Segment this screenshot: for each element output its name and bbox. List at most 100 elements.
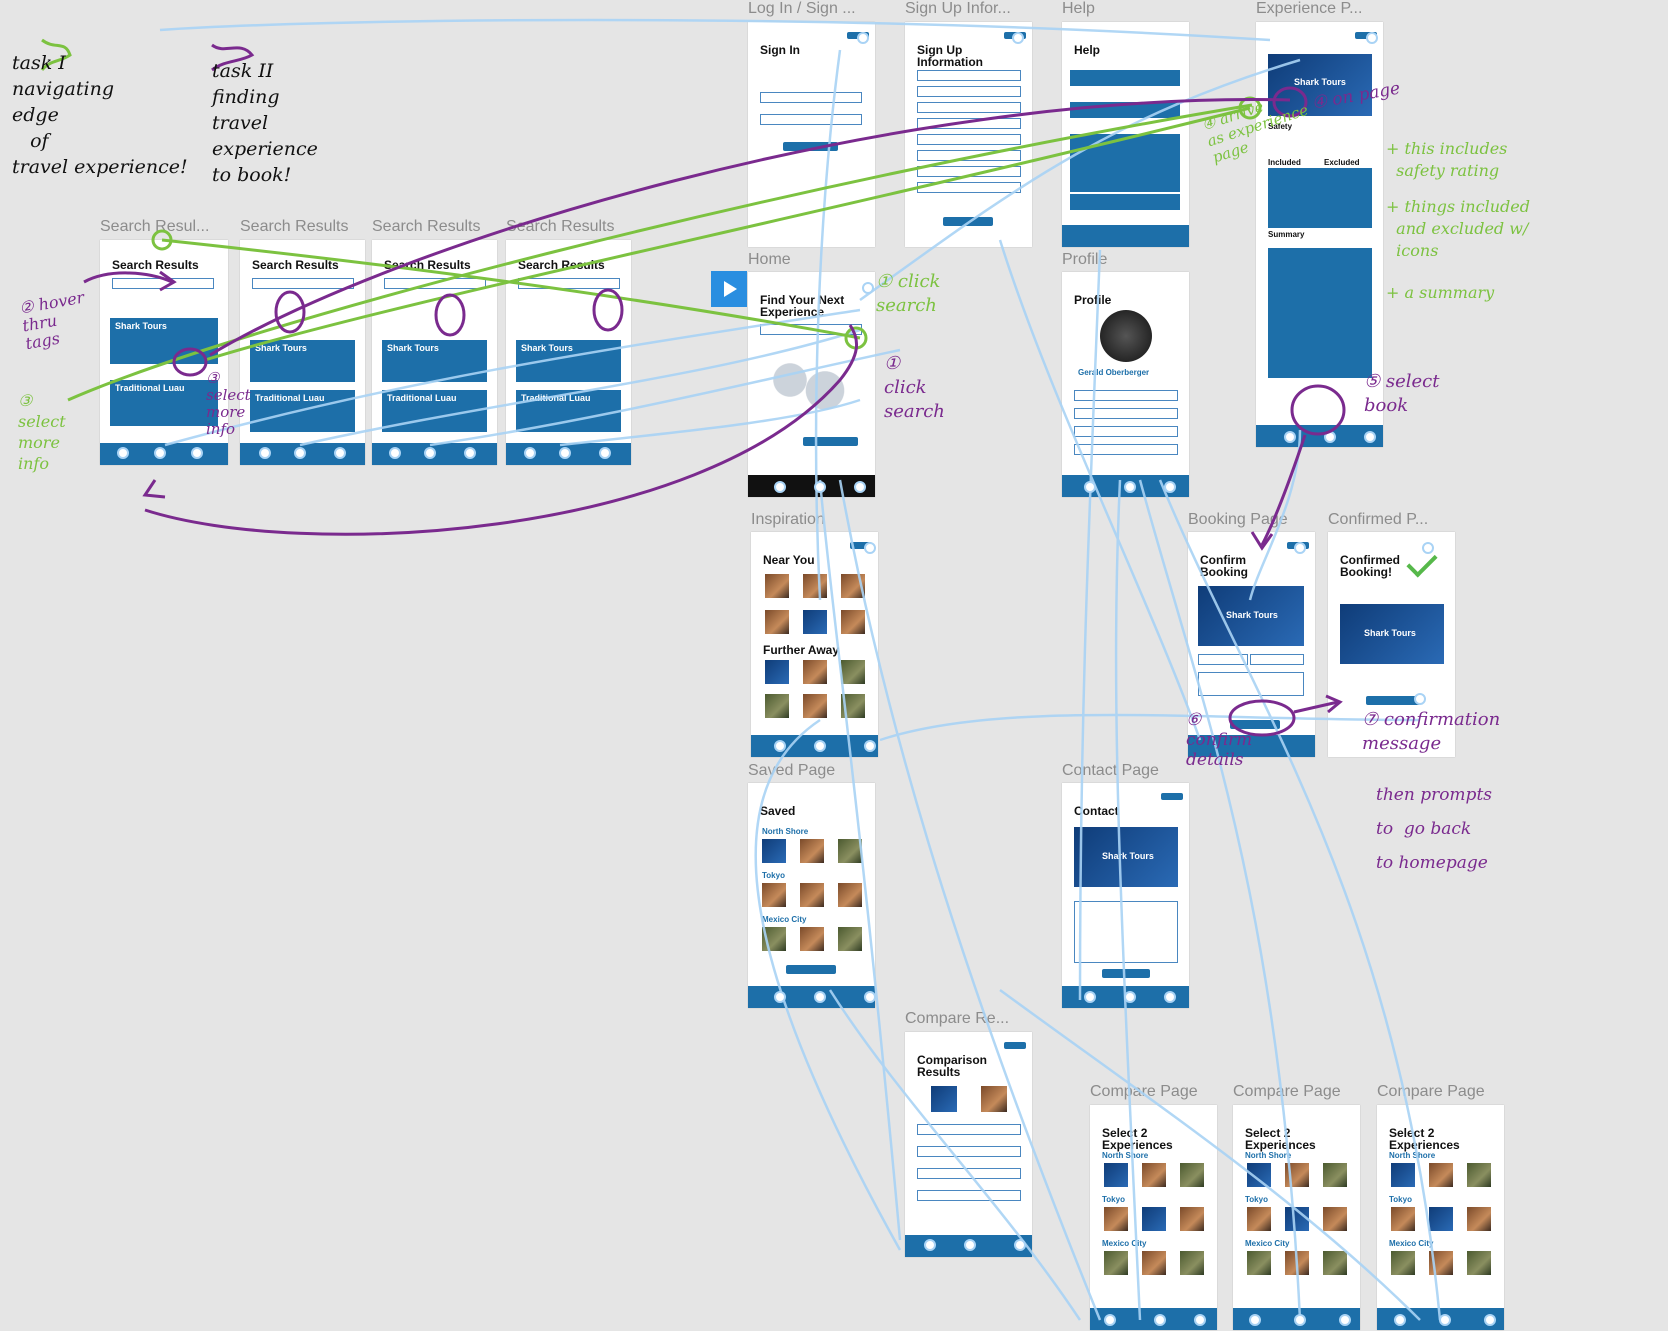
- link-handle[interactable]: [1194, 1314, 1206, 1326]
- sign-in-button[interactable]: [783, 142, 838, 151]
- thumbnail[interactable]: [1391, 1207, 1415, 1231]
- link-handle[interactable]: [864, 542, 876, 554]
- return-button[interactable]: [1355, 32, 1377, 39]
- thumbnail[interactable]: [1142, 1163, 1166, 1187]
- link-handle[interactable]: [1124, 991, 1136, 1003]
- link-handle[interactable]: [864, 740, 876, 752]
- thumbnail[interactable]: [1467, 1251, 1491, 1275]
- thumbnail[interactable]: [1142, 1207, 1166, 1231]
- time-field[interactable]: [1250, 654, 1304, 665]
- compare-button[interactable]: [786, 965, 836, 974]
- link-handle[interactable]: [774, 991, 786, 1003]
- thumbnail[interactable]: [1247, 1251, 1271, 1275]
- link-handle[interactable]: [1364, 431, 1376, 443]
- get-inspired-button[interactable]: [803, 437, 858, 446]
- link-handle[interactable]: [1014, 1239, 1026, 1251]
- link-handle[interactable]: [1084, 991, 1096, 1003]
- link-handle[interactable]: [774, 740, 786, 752]
- link-handle[interactable]: [389, 447, 401, 459]
- link-handle[interactable]: [864, 991, 876, 1003]
- link-handle[interactable]: [1084, 481, 1096, 493]
- link-handle[interactable]: [1414, 693, 1426, 705]
- link-handle[interactable]: [117, 447, 129, 459]
- link-handle[interactable]: [774, 481, 786, 493]
- book-button[interactable]: [1230, 720, 1280, 729]
- frame-contact[interactable]: Contact Shark Tours: [1062, 783, 1189, 1008]
- thumbnail[interactable]: [1247, 1207, 1271, 1231]
- link-handle[interactable]: [1294, 542, 1306, 554]
- present-play-button[interactable]: [711, 271, 747, 307]
- frame-saved[interactable]: Saved North Shore Tokyo Mexico City: [748, 783, 875, 1008]
- link-handle[interactable]: [524, 447, 536, 459]
- frame-inspiration[interactable]: Near You Further Away: [751, 532, 878, 757]
- link-handle[interactable]: [1164, 991, 1176, 1003]
- link-handle[interactable]: [862, 282, 874, 294]
- return-home-button[interactable]: [1366, 696, 1420, 705]
- return-button[interactable]: [1161, 793, 1183, 800]
- frame-home[interactable]: Find Your Next Experience: [748, 272, 875, 497]
- link-handle[interactable]: [1439, 1314, 1451, 1326]
- link-handle[interactable]: [1104, 1314, 1116, 1326]
- frame-help[interactable]: Help: [1062, 22, 1189, 247]
- link-handle[interactable]: [424, 447, 436, 459]
- link-handle[interactable]: [1012, 32, 1024, 44]
- thumbnail[interactable]: [1323, 1251, 1347, 1275]
- link-handle[interactable]: [1366, 32, 1378, 44]
- thumbnail[interactable]: [1429, 1163, 1453, 1187]
- frame-signup[interactable]: Sign Up Information: [905, 22, 1032, 247]
- thumbnail[interactable]: [1391, 1163, 1415, 1187]
- thumbnail[interactable]: [1104, 1251, 1128, 1275]
- link-handle[interactable]: [964, 1239, 976, 1251]
- frame-experience[interactable]: Shark Tours Safety Included Excluded Sum…: [1256, 22, 1383, 447]
- link-handle[interactable]: [1339, 1314, 1351, 1326]
- frame-search-results-4[interactable]: Search Results Shark Tours Traditional L…: [506, 240, 631, 465]
- link-handle[interactable]: [1394, 1314, 1406, 1326]
- frame-compare-1[interactable]: Select 2 Experiences North Shore Tokyo M…: [1090, 1105, 1217, 1330]
- link-handle[interactable]: [854, 481, 866, 493]
- help-item[interactable]: [1070, 70, 1180, 86]
- link-handle[interactable]: [1294, 1314, 1306, 1326]
- thumbnail[interactable]: [1180, 1163, 1204, 1187]
- frame-compare-3[interactable]: Select 2 Experiences North Shore Tokyo M…: [1377, 1105, 1504, 1330]
- link-handle[interactable]: [559, 447, 571, 459]
- link-handle[interactable]: [154, 447, 166, 459]
- link-handle[interactable]: [599, 447, 611, 459]
- link-handle[interactable]: [191, 447, 203, 459]
- thumbnail[interactable]: [1180, 1251, 1204, 1275]
- help-item[interactable]: [1070, 194, 1180, 210]
- link-handle[interactable]: [294, 447, 306, 459]
- return-button[interactable]: [1004, 1042, 1026, 1049]
- frame-search-results-2[interactable]: Search Results Shark Tours Traditional L…: [240, 240, 365, 465]
- return-button[interactable]: [850, 542, 872, 549]
- thumbnail[interactable]: [1467, 1163, 1491, 1187]
- thumbnail[interactable]: [1429, 1207, 1453, 1231]
- link-handle[interactable]: [1154, 1314, 1166, 1326]
- date-field[interactable]: [1198, 654, 1248, 665]
- link-handle[interactable]: [464, 447, 476, 459]
- link-handle[interactable]: [924, 1239, 936, 1251]
- link-handle[interactable]: [814, 740, 826, 752]
- link-handle[interactable]: [857, 32, 869, 44]
- link-handle[interactable]: [814, 481, 826, 493]
- thumbnail[interactable]: [1142, 1251, 1166, 1275]
- send-button[interactable]: [1102, 969, 1150, 978]
- link-handle[interactable]: [1284, 431, 1296, 443]
- help-item[interactable]: [1070, 134, 1180, 192]
- thumbnail[interactable]: [1323, 1163, 1347, 1187]
- link-handle[interactable]: [1484, 1314, 1496, 1326]
- link-handle[interactable]: [1249, 1314, 1261, 1326]
- thumbnail[interactable]: [1104, 1207, 1128, 1231]
- link-handle[interactable]: [259, 447, 271, 459]
- message-field[interactable]: [1074, 901, 1178, 963]
- thumbnail[interactable]: [1180, 1207, 1204, 1231]
- link-handle[interactable]: [1124, 481, 1136, 493]
- frame-search-results-1[interactable]: Search Results Shark Tours Traditional L…: [100, 240, 228, 465]
- link-handle[interactable]: [1422, 542, 1434, 554]
- thumbnail[interactable]: [1104, 1163, 1128, 1187]
- link-handle[interactable]: [814, 991, 826, 1003]
- link-handle[interactable]: [1164, 481, 1176, 493]
- thumbnail[interactable]: [1323, 1207, 1347, 1231]
- link-handle[interactable]: [334, 447, 346, 459]
- thumbnail[interactable]: [1391, 1251, 1415, 1275]
- thumbnail[interactable]: [1467, 1207, 1491, 1231]
